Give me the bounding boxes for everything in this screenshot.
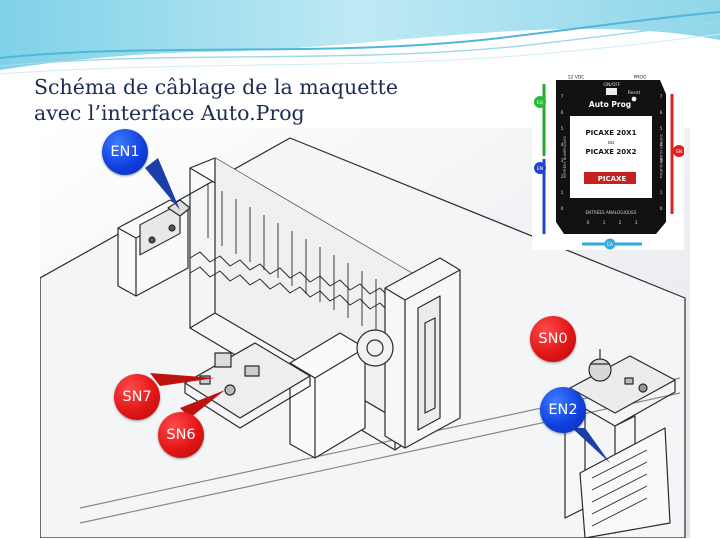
bottom-pin: 0	[587, 220, 590, 226]
right-pin: 6	[660, 110, 663, 116]
pointer-en1	[145, 158, 180, 210]
left-pin: 5	[561, 126, 564, 132]
label-onoff: ON/OFF	[603, 82, 621, 88]
right-pin: 2	[660, 174, 663, 180]
left-pin: 0	[561, 206, 564, 212]
rack-teeth	[189, 251, 411, 318]
slide-title: Schéma de câblage de la maquette avec l’…	[34, 74, 414, 126]
left-pin-numbers: 7 6 5 4 3 2 1 0	[561, 94, 564, 212]
side-label-left: ENTRÉES NUMÉRIQUES	[562, 135, 567, 178]
callout-pointers	[145, 158, 610, 463]
right-pin: 3	[660, 158, 663, 164]
callout-sn6: SN6	[158, 412, 204, 458]
tag-sn: SN	[676, 149, 682, 155]
tag-en-circle	[534, 162, 546, 174]
pointer-en2	[572, 428, 610, 463]
autoprog-logo: Auto Prog	[589, 100, 631, 109]
label-prog: PROG	[634, 75, 647, 81]
left-pin: 3	[561, 158, 564, 164]
callout-en2: EN2	[540, 387, 586, 433]
grille-plate	[579, 427, 671, 538]
right-pin: 5	[660, 126, 663, 132]
motor-bracket	[289, 329, 394, 459]
chip-line-1: PICAXE 20X1	[586, 129, 637, 137]
bottom-pin: 3	[635, 220, 638, 226]
bottom-pin: 1	[603, 220, 606, 226]
label-reset: Reset	[628, 90, 641, 96]
tag-en: EN	[537, 166, 543, 172]
left-pin: 4	[561, 142, 564, 148]
tag-eq: EQ	[537, 100, 544, 106]
label-12vdc: 12 VDC	[568, 75, 585, 81]
callout-en1: EN1	[102, 129, 148, 175]
tag-ea-circle	[604, 238, 616, 250]
left-pin: 1	[561, 190, 564, 196]
chip-plate	[570, 116, 652, 198]
right-pin: 0	[660, 206, 663, 212]
title-line-1: Schéma de câblage de la maquette	[34, 75, 398, 99]
callout-sn0: SN0	[530, 316, 576, 362]
right-pin: 4	[660, 142, 663, 148]
right-pin-numbers: 7 6 5 4 3 2 1 0	[660, 94, 663, 212]
tag-sn-circle	[673, 145, 684, 157]
right-pin: 1	[660, 190, 663, 196]
rail-slots	[207, 183, 377, 334]
title-line-2: avec l’interface Auto.Prog	[34, 101, 305, 125]
header-swoosh	[0, 0, 720, 75]
pointer-sn6	[180, 390, 225, 418]
chip-line-2: ou	[608, 140, 614, 146]
bottom-pin-numbers: 0 1 2 3	[587, 220, 638, 226]
autoprog-board-diagram: 12 VDC ON/OFF PROG Reset Auto Prog PICAX…	[532, 74, 684, 250]
chip-line-3: PICAXE 20X2	[586, 148, 637, 156]
bottom-label: ENTRÉES ANALOGIQUES	[585, 210, 636, 215]
tag-ea: EA	[607, 242, 614, 248]
right-pin: 7	[660, 94, 663, 100]
carriage-block	[384, 257, 461, 449]
left-pin: 6	[561, 110, 564, 116]
side-label-right: SORTIES NUMÉRIQUES	[659, 134, 664, 175]
picaxe-brand: PICAXE	[598, 175, 627, 183]
pointer-sn7	[150, 373, 215, 386]
picaxe-brand-badge	[584, 172, 636, 184]
bottom-pin: 2	[619, 220, 622, 226]
circuit-board-left	[184, 342, 311, 429]
left-pin: 7	[561, 94, 564, 100]
callout-sn7: SN7	[114, 374, 160, 420]
left-pin: 2	[561, 174, 564, 180]
tag-eq-circle	[534, 96, 546, 108]
